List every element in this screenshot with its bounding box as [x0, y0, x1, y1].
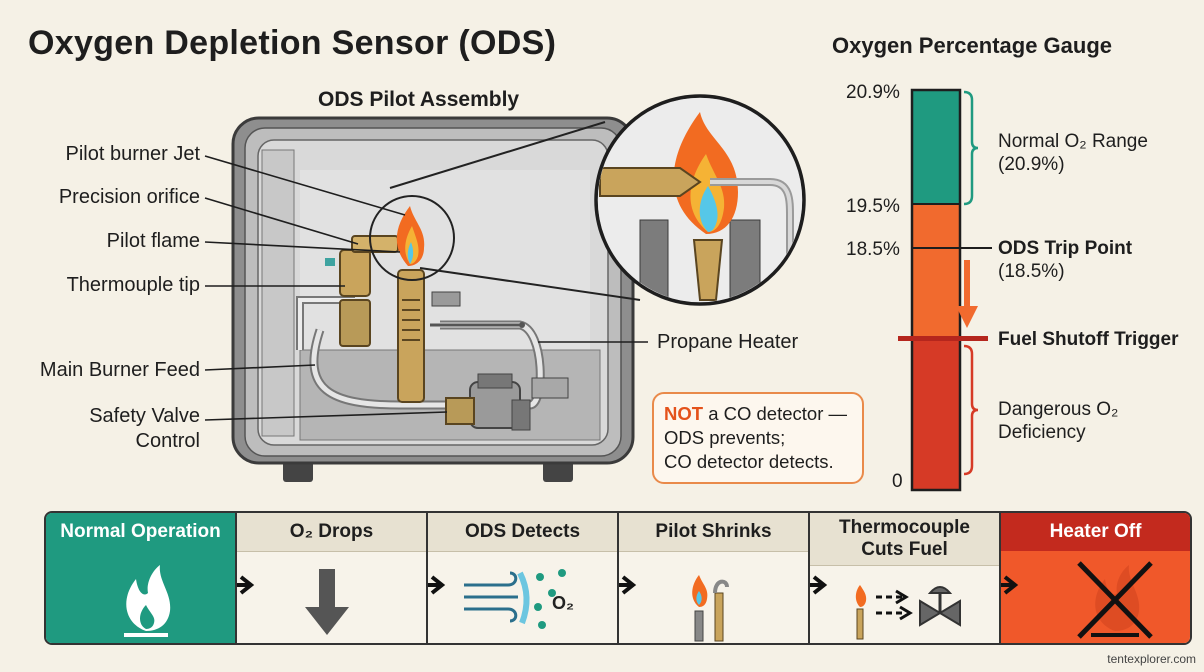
step-title: Pilot Shrinks — [619, 513, 808, 552]
o2-symbol: O₂ — [552, 593, 574, 613]
gauge-tick-18-5: 18.5% — [846, 239, 900, 260]
page-title: Oxygen Depletion Sensor (ODS) — [28, 24, 557, 62]
step-title-line1: Thermocouple — [839, 517, 970, 538]
gauge-title: Oxygen Percentage Gauge — [832, 33, 1112, 58]
note-highlight: NOT — [664, 403, 704, 424]
normal-range-line1: Normal O₂ Range — [998, 131, 1148, 152]
step-normal-operation: Normal Operation — [46, 513, 237, 643]
assembly-title: ODS Pilot Assembly — [318, 88, 520, 111]
step-title: O₂ Drops — [237, 513, 426, 552]
down-arrow-icon — [237, 569, 349, 635]
trip-point-line1: ODS Trip Point — [998, 238, 1133, 259]
callout-safety-valve: Safety Valve — [89, 405, 200, 427]
trip-point-line2: (18.5%) — [998, 261, 1065, 282]
flame-icon — [124, 565, 171, 637]
small-flame-icon — [619, 575, 729, 642]
step-o2-drops: O₂ Drops — [237, 513, 428, 643]
process-steps: Normal Operation O₂ Drops ODS Detects — [44, 511, 1192, 645]
normal-range-line2: (20.9%) — [998, 154, 1065, 175]
danger-label: Dangerous O₂ Deficiency — [998, 398, 1118, 444]
step-title-line2: Cuts Fuel — [861, 539, 948, 560]
site-credit: tentexplorer.com — [1107, 652, 1196, 666]
gauge-tick-zero: 0 — [892, 471, 903, 492]
shutoff-label: Fuel Shutoff Trigger — [998, 329, 1179, 350]
trip-point-label: ODS Trip Point (18.5%) — [998, 237, 1132, 283]
step-title: Heater Off — [1001, 513, 1190, 551]
note-line2: ODS prevents; — [664, 427, 786, 448]
gauge-tick-20-9: 20.9% — [846, 82, 900, 103]
callout-thermocouple-tip: Thermouple tip — [66, 274, 200, 296]
crossed-flame-icon — [1001, 561, 1153, 639]
callout-leaders — [204, 155, 648, 421]
normal-range-label: Normal O₂ Range (20.9%) — [998, 130, 1148, 176]
valve-icon — [810, 575, 961, 640]
callout-propane-heater: Propane Heater — [657, 331, 799, 353]
air-flow-icon — [428, 569, 566, 629]
callout-pilot-flame: Pilot flame — [106, 230, 200, 252]
note-line3: CO detector detects. — [664, 451, 834, 472]
callout-precision-orifice: Precision orifice — [58, 186, 200, 208]
co-detector-note: NOT a CO detector — ODS prevents; CO det… — [652, 392, 864, 484]
step-heater-off: Heater Off — [1001, 513, 1190, 643]
step-ods-detects: ODS Detects O₂ — [428, 513, 619, 643]
propane-heater-illustration — [231, 116, 635, 482]
callout-main-burner-feed: Main Burner Feed — [39, 359, 200, 381]
note-line1: a CO detector — — [703, 403, 848, 424]
danger-line1: Dangerous O₂ — [998, 399, 1119, 420]
danger-line2: Deficiency — [998, 422, 1086, 443]
gauge-tick-19-5: 19.5% — [846, 196, 900, 217]
step-title: ODS Detects — [428, 513, 617, 552]
step-title: Normal Operation — [46, 513, 235, 551]
callout-control: Control — [135, 430, 200, 452]
callout-pilot-burner-jet: Pilot burner Jet — [65, 143, 200, 165]
magnified-pilot-view — [369, 94, 806, 306]
oxygen-gauge — [898, 88, 992, 492]
step-pilot-shrinks: Pilot Shrinks — [619, 513, 810, 643]
